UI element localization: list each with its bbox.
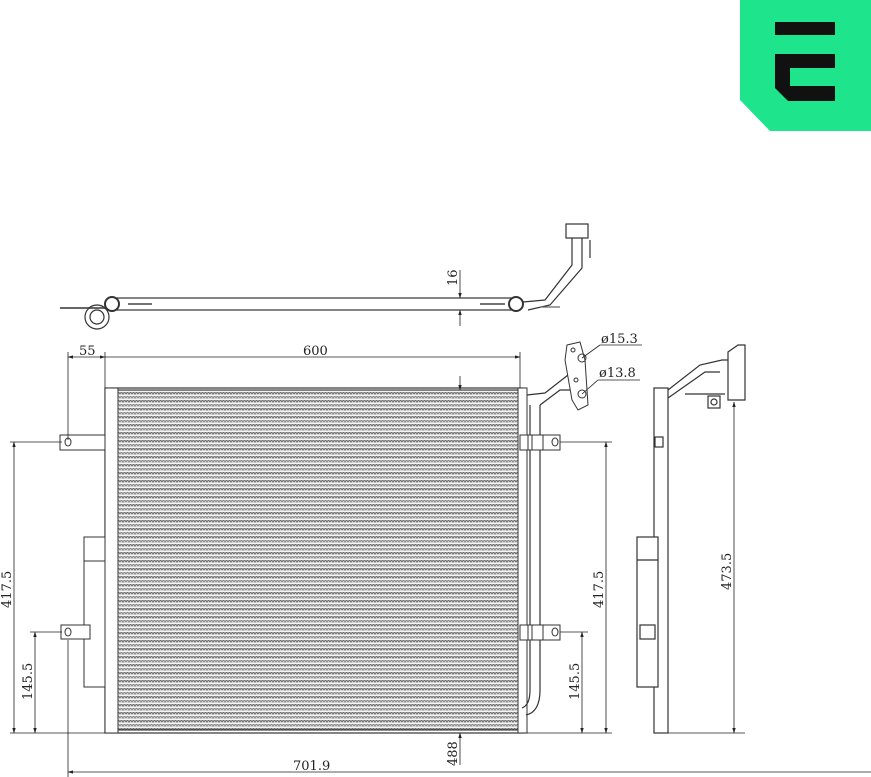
dim-right-bracket-upper: 417.5 — [592, 571, 607, 608]
right-tank — [517, 387, 528, 734]
right-upper-bracket — [519, 434, 561, 451]
condenser-core — [117, 389, 519, 731]
logo-bar-top — [775, 22, 835, 35]
side-view — [636, 344, 746, 734]
side-view-receiver — [636, 536, 659, 688]
dim-left-bracket-upper: 417.5 — [0, 571, 15, 608]
dim-core-width: 600 — [303, 344, 328, 359]
side-view-fitting — [727, 344, 746, 401]
pipe-fitting-block — [564, 341, 589, 411]
logo-e-glyph-icon — [775, 54, 835, 101]
dim-top-thickness-label: 16 — [446, 269, 461, 286]
dim-left-bracket-lower: 145.5 — [21, 663, 36, 700]
dim-core-height: 488 — [446, 741, 461, 766]
front-dimension-lines — [10, 344, 871, 777]
dim-right-bracket-lower: 145.5 — [568, 663, 583, 700]
front-view — [59, 341, 589, 734]
top-view-dryer-cap — [84, 304, 110, 330]
right-lower-bracket — [519, 624, 561, 641]
left-tank — [104, 387, 119, 734]
top-view — [60, 223, 591, 330]
dim-overall-width: 701.9 — [293, 759, 330, 774]
brand-logo — [740, 0, 871, 131]
side-dimension-lines — [668, 401, 745, 734]
dim-left-offset: 55 — [79, 344, 96, 359]
left-upper-bracket — [59, 434, 106, 451]
dim-side-total-height: 473.5 — [720, 553, 735, 590]
receiver-drier — [83, 536, 106, 688]
dim-pipe-dia-lower: ø13.8 — [599, 366, 636, 381]
top-view-body — [109, 297, 516, 311]
dim-pipe-dia-upper: ø15.3 — [601, 332, 638, 347]
